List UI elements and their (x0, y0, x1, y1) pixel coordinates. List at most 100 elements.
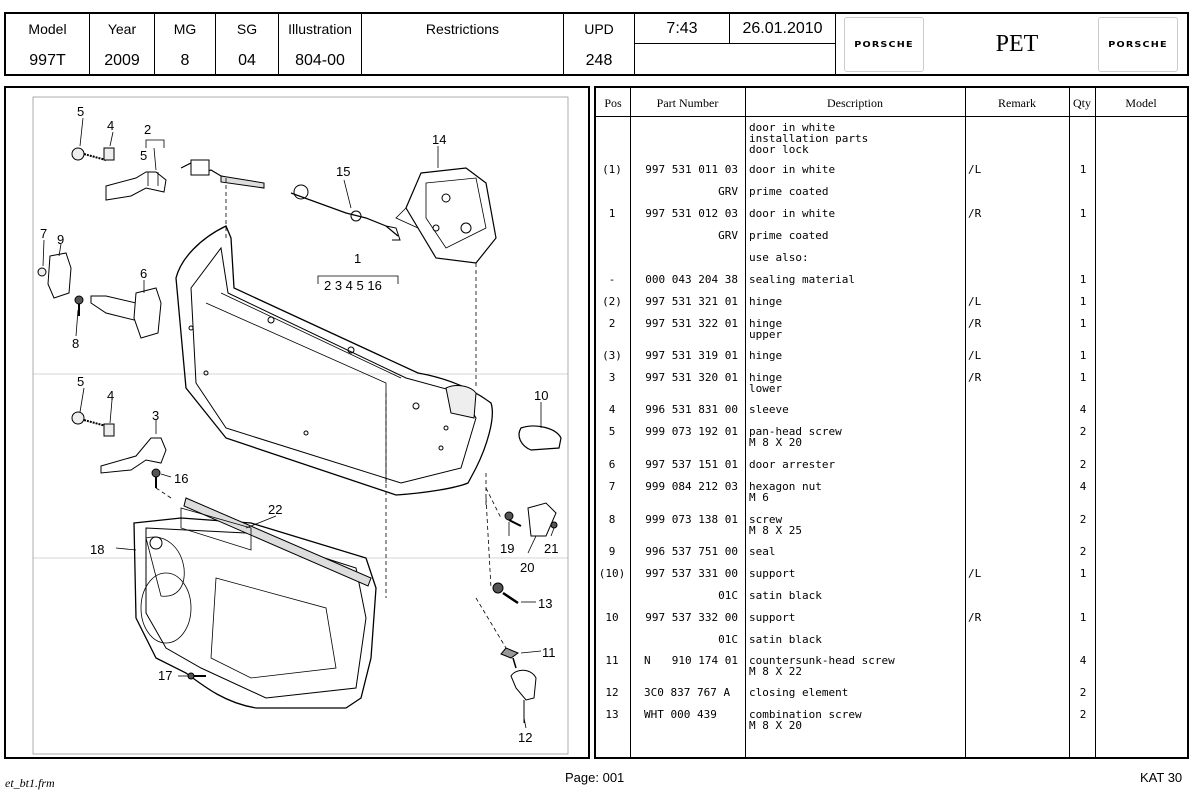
callout-14: 14 (432, 132, 446, 147)
restrictions-cell: Restrictions (362, 14, 564, 74)
cell-qty: 2 (1079, 513, 1087, 526)
cell-remark: /L (968, 567, 982, 580)
model-label: Model (28, 21, 67, 37)
cell-qty: 1 (1079, 317, 1087, 330)
cell-desc: door in white (749, 207, 836, 220)
leader-lines (42, 117, 555, 729)
callout-15: 15 (336, 164, 350, 179)
cell-pos: 11 (605, 654, 619, 667)
cell-desc: hinge (749, 349, 783, 362)
cell-desc: hinge upper (749, 317, 783, 341)
callout-group-2: 5 (140, 148, 147, 163)
cell-pos: 6 (608, 458, 616, 471)
exploded-door-diagram: 5 4 2 5 14 15 7 9 1 2 3 4 5 16 6 8 5 4 3… (32, 96, 569, 755)
sg-value: 04 (238, 52, 256, 69)
cell-desc: countersunk-head screw M 8 X 22 (749, 654, 895, 678)
callout-20: 20 (520, 560, 534, 575)
cell-sfx: 997 537 331 00 (645, 567, 738, 580)
cell-pos: (3) (602, 349, 622, 362)
cell-desc: screw M 8 X 25 (749, 513, 802, 537)
cell-qty: 2 (1079, 545, 1087, 558)
cell-pos: 8 (608, 513, 616, 526)
col-divider (965, 88, 966, 757)
porsche-logo-right-text: PORSCHE (1108, 40, 1168, 49)
cell-pos: 4 (608, 403, 616, 416)
trim-fasteners-drawing (187, 672, 206, 680)
cell-pos: (10) (598, 567, 626, 580)
cell-desc: satin black (749, 589, 822, 602)
header-qty: Qty (1073, 96, 1091, 110)
lower-hinge-drawing (71, 411, 167, 488)
cell-desc: sleeve (749, 403, 789, 416)
cell-sfx: 999 073 138 01 (645, 513, 738, 526)
cell-pos: - (608, 273, 616, 286)
cell-qty: 4 (1079, 480, 1087, 493)
callout-18: 18 (90, 542, 104, 557)
header-remark: Remark (998, 96, 1036, 110)
cell-qty: 4 (1079, 403, 1087, 416)
callout-5-lower: 5 (77, 374, 84, 389)
cell-qty: 1 (1079, 207, 1087, 220)
callout-10: 10 (534, 388, 548, 403)
door-frame-drawing (175, 225, 493, 496)
callout-12: 12 (518, 730, 532, 745)
parts-table: Pos Part Number Description Remark Qty M… (594, 86, 1189, 759)
cell-qty: 1 (1079, 295, 1087, 308)
illustration-panel: 5 4 2 5 14 15 7 9 1 2 3 4 5 16 6 8 5 4 3… (4, 86, 590, 759)
footer-page: Page: 001 (565, 770, 625, 785)
cell-pn: 3C0 837 767 A (644, 686, 731, 699)
cell-remark: /R (968, 371, 982, 384)
release-cable-drawing (180, 159, 401, 241)
upd-cell: UPD 248 (564, 14, 635, 74)
cell-desc: support (749, 567, 796, 580)
bracket-drawing (504, 502, 558, 537)
cell-sfx: GRV (718, 229, 738, 242)
cell-pos: 5 (608, 425, 616, 438)
callout-3: 3 (152, 408, 159, 423)
cell-sfx: 997 531 319 01 (645, 349, 738, 362)
cell-sfx: GRV (718, 185, 738, 198)
cell-pos: 9 (608, 545, 616, 558)
cell-desc: sealing material (749, 273, 855, 286)
porsche-logo-left: PORSCHE (844, 17, 924, 72)
header-bar: Model 997T Year 2009 MG 8 SG 04 Illustra… (4, 12, 1189, 76)
cell-qty: 2 (1079, 425, 1087, 438)
cell-pos: (1) (602, 163, 622, 176)
porsche-logo-right: PORSCHE (1098, 17, 1178, 72)
header-part-number: Part Number (656, 96, 719, 110)
cell-pos: 3 (608, 371, 616, 384)
cell-sfx: 01C (718, 633, 738, 646)
cell-sfx: 997 537 151 01 (645, 458, 738, 471)
cell-pos: 10 (605, 611, 619, 624)
cell-sfx: 999 073 192 01 (645, 425, 738, 438)
closing-element-drawing (500, 647, 537, 723)
support-drawing (518, 425, 562, 451)
footer-kat: KAT 30 (1140, 770, 1183, 785)
sg-label: SG (236, 21, 258, 37)
callout-8: 8 (72, 336, 79, 351)
table-header: Pos Part Number Description Remark Qty M… (596, 88, 1187, 117)
cell-sfx: 997 531 321 01 (645, 295, 738, 308)
cell-desc: support (749, 611, 796, 624)
cell-sfx: 999 084 212 03 (645, 480, 738, 493)
illustration-label: Illustration (288, 21, 352, 37)
footer-filename: et_bt1.frm (5, 776, 55, 790)
callout-9: 9 (57, 232, 64, 247)
mg-label: MG (173, 21, 197, 37)
upd-value: 248 (585, 52, 613, 69)
callout-4-upper: 4 (107, 118, 114, 133)
upper-hinge-drawing (71, 147, 167, 201)
callout-16: 16 (174, 471, 188, 486)
cell-sfx: 996 531 831 00 (645, 403, 738, 416)
cell-desc: prime coated (749, 229, 829, 242)
cell-pn: N (644, 654, 651, 667)
restrictions-label: Restrictions (425, 21, 500, 37)
cell-sfx: 997 531 011 03 (645, 163, 738, 176)
col-divider (745, 88, 746, 757)
col-divider (630, 88, 631, 757)
year-cell: Year 2009 (90, 14, 155, 74)
cell-qty: 1 (1079, 163, 1087, 176)
cell-pn: WHT 000 439 (644, 708, 717, 721)
cell-qty: 1 (1079, 567, 1087, 580)
cell-remark: /R (968, 317, 982, 330)
